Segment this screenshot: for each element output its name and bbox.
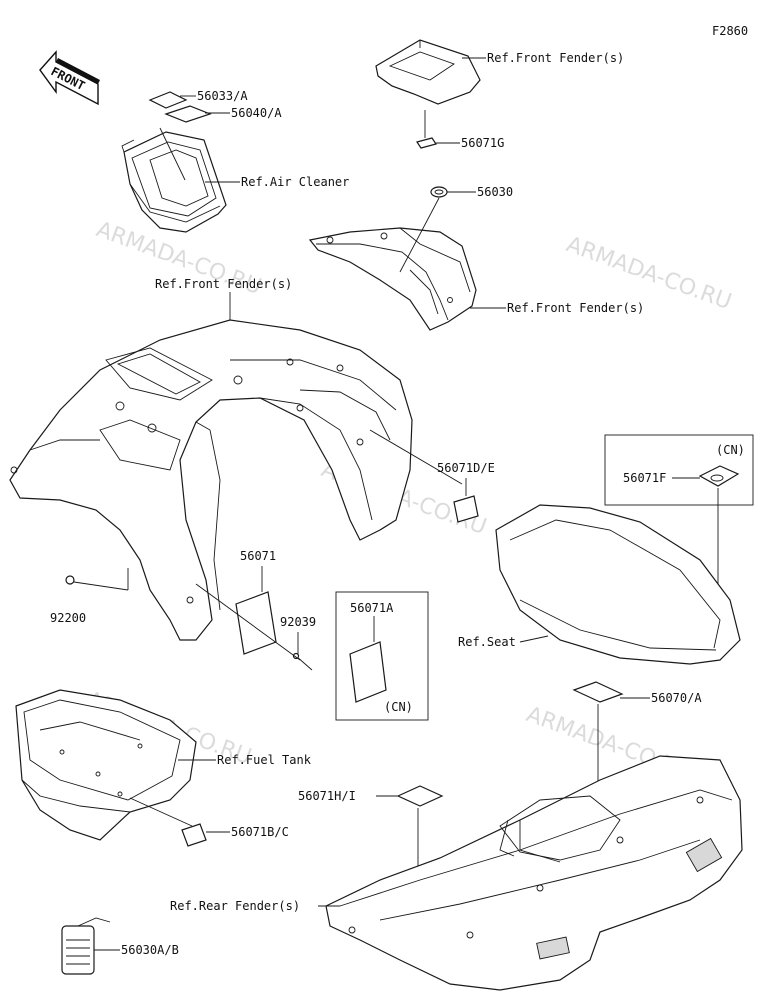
cn-box-top <box>604 434 754 506</box>
label-ref-front-fender-main: Ref.Front Fender(s) <box>155 277 292 291</box>
label-ref-fuel-tank: Ref.Fuel Tank <box>217 753 312 767</box>
tag-56071f <box>698 465 740 487</box>
label-56040a: 56040/A <box>231 106 282 120</box>
label-ref-front-fender-top: Ref.Front Fender(s) <box>487 51 624 65</box>
sticker-56033a <box>148 91 188 109</box>
tag-56071g <box>416 137 437 149</box>
label-56071f: 56071F <box>623 471 666 485</box>
label-ref-rear-fender: Ref.Rear Fender(s) <box>170 899 300 913</box>
label-ref-seat: Ref.Seat <box>458 635 516 649</box>
label-ref-front-fender-mid: Ref.Front Fender(s) <box>507 301 644 315</box>
front-arrow-icon: FRONT <box>39 50 100 106</box>
sticker-56071bc <box>181 823 207 847</box>
figure-code: F2860 <box>712 24 748 38</box>
fuel-tank-cover <box>15 689 197 841</box>
label-cn-top: (CN) <box>716 443 745 457</box>
label-56030ab: 56030A/B <box>121 943 179 957</box>
grommet-92200 <box>65 575 75 585</box>
label-56071hi: 56071H/I <box>298 789 356 803</box>
sticker-56071a <box>349 641 387 703</box>
label-56071de: 56071D/E <box>437 461 495 475</box>
label-56071: 56071 <box>240 549 276 563</box>
label-56071g: 56071G <box>461 136 504 150</box>
sticker-56040a <box>164 105 212 123</box>
sticker-56070a <box>572 681 624 703</box>
label-56033a: 56033/A <box>197 89 248 103</box>
label-56071a: 56071A <box>350 601 394 615</box>
sticker-56071 <box>235 591 277 655</box>
tag-56030ab <box>61 917 111 975</box>
sticker-56071de <box>453 495 479 523</box>
cn-box-mid <box>335 591 429 721</box>
seat <box>495 504 741 665</box>
front-fender-cover-top <box>375 39 481 105</box>
label-cn-mid: (CN) <box>384 700 413 714</box>
sticker-56071hi <box>396 785 444 807</box>
label-56030: 56030 <box>477 185 513 199</box>
clip-92039 <box>292 652 313 671</box>
label-92039: 92039 <box>280 615 316 629</box>
front-fender-main <box>9 319 413 641</box>
label-ref-air-cleaner: Ref.Air Cleaner <box>241 175 349 189</box>
label-56071bc: 56071B/C <box>231 825 289 839</box>
front-fender-inner <box>308 227 477 331</box>
label-92200: 92200 <box>50 611 86 625</box>
rear-fender <box>325 755 743 991</box>
label-56070a: 56070/A <box>651 691 702 705</box>
air-cleaner-cover <box>121 131 227 233</box>
grommet-56030 <box>430 186 448 198</box>
